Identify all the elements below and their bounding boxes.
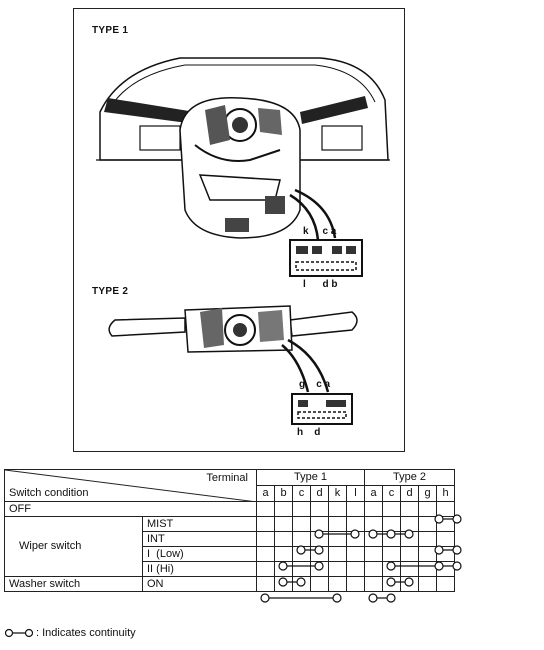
type2-label: TYPE 2 xyxy=(92,286,129,297)
continuity-note: : Indicates continuity xyxy=(4,627,136,639)
type1-connector-top-letters: k c a xyxy=(303,226,337,237)
type1-connector-bottom-letters: l d b xyxy=(303,279,338,290)
on-label: ON xyxy=(142,576,257,592)
terminal-header: Terminal xyxy=(206,472,248,484)
type1-label: TYPE 1 xyxy=(92,25,129,36)
wiper-switch-label: Wiper switch xyxy=(4,516,143,577)
low-label: I (Low) xyxy=(142,546,257,562)
row-mist: Wiper switch MIST xyxy=(4,516,455,577)
hi-label: II (Hi) xyxy=(142,561,257,577)
int-label: INT xyxy=(142,531,257,547)
continuity-note-text: : Indicates continuity xyxy=(36,627,136,639)
row-low: I (Low) xyxy=(5,546,455,562)
type2-connector-top-letters: g c a xyxy=(299,379,331,390)
type2-connector-bottom-letters: h d xyxy=(297,427,321,438)
continuity-symbol-icon xyxy=(4,628,34,638)
type1-header: Type 1 xyxy=(256,469,365,486)
terminal-t2-h: h xyxy=(436,485,455,502)
terminal-t2-a: a xyxy=(364,485,383,502)
header-corner-cell: Terminal Switch condition xyxy=(4,469,257,502)
row-off: OFF xyxy=(4,501,455,517)
mist-label: MIST xyxy=(142,516,257,532)
terminal-t1-a: a xyxy=(256,485,275,502)
terminal-t1-k: k xyxy=(328,485,347,502)
figure-frame xyxy=(73,8,405,452)
row-washer-on: Washer switch ON xyxy=(4,576,455,592)
type2-header: Type 2 xyxy=(364,469,455,486)
terminal-t1-d: d xyxy=(310,485,329,502)
terminal-t1-l: l xyxy=(346,485,365,502)
switch-condition-header: Switch condition xyxy=(9,487,89,499)
continuity-table: Terminal Switch condition Type 1 Type 2 … xyxy=(4,469,455,592)
terminal-t1-b: b xyxy=(274,485,293,502)
terminal-t2-g: g xyxy=(418,485,437,502)
off-label: OFF xyxy=(4,501,257,517)
washer-switch-label: Washer switch xyxy=(4,576,143,592)
terminal-t1-c: c xyxy=(292,485,311,502)
switch-illustration xyxy=(96,57,390,425)
terminal-t2-d: d xyxy=(400,485,419,502)
terminal-t2-c: c xyxy=(382,485,401,502)
